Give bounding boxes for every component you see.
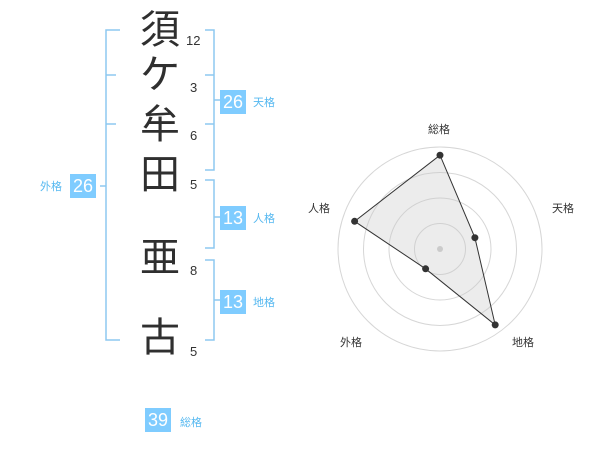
tenkaku-label: 天格 [253,96,275,109]
chikaku-label: 地格 [253,296,275,309]
stroke-count-5: 8 [190,263,198,278]
tenkaku-value-badge: 26 [220,90,247,114]
radar-axis-label-gaikaku: 外格 [340,336,362,349]
name-char-5: 亜 [140,235,180,281]
name-char-1: 須 [140,7,180,53]
radar-center-dot [437,246,443,252]
radar-axis-label-soukaku: 総格 [428,123,450,136]
radar-axis-label-chikaku: 地格 [512,336,534,349]
stroke-count-3: 6 [190,128,198,143]
radar-axis-label-jinkaku: 人格 [308,202,330,215]
soukaku-value-badge: 39 [145,408,172,432]
stroke-count-4: 5 [190,177,198,192]
radar-ring [363,172,517,326]
jinkaku-value-badge: 13 [220,206,247,230]
stroke-count-2: 3 [190,80,198,95]
gaikaku-value-badge: 26 [70,174,97,198]
jinkaku-label: 人格 [253,212,275,225]
radar-point-5 [351,217,359,225]
radar-ring [414,223,466,275]
radar-point-1 [436,151,444,159]
gaikaku-label: 外格 [40,180,62,193]
stroke-count-6: 5 [190,344,198,359]
name-char-3: 牟 [140,102,180,148]
stroke-count-1: 12 [186,33,201,48]
radar-area [353,154,497,327]
name-char-2: ケ [140,52,180,98]
radar-axis-label-tenkaku: 天格 [552,202,574,215]
soukaku-label: 総格 [180,416,202,429]
radar-ring [337,146,543,352]
radar-point-2 [471,234,479,242]
name-char-4: 田 [140,152,180,198]
radar-point-4 [422,265,430,273]
name-char-6: 古 [140,315,180,361]
radar-ring [388,197,492,301]
radar-point-3 [491,321,499,329]
chikaku-value-badge: 13 [220,290,247,314]
